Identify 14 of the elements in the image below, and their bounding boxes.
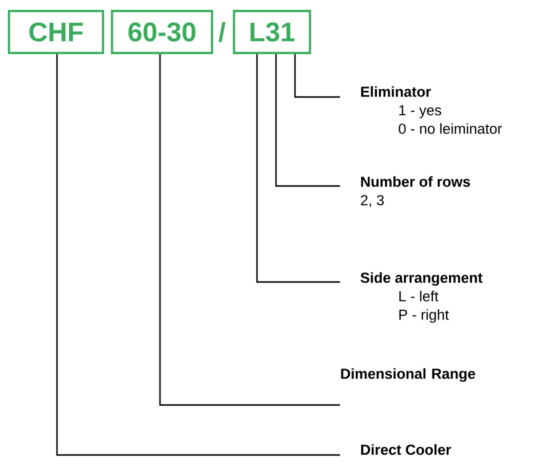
connector-line (275, 54, 340, 187)
description-text: Direct Cooler (361, 444, 452, 455)
connector-line (159, 54, 340, 406)
code-box: 60-30 (110, 10, 214, 54)
separator-slash: / (218, 22, 226, 42)
connector-line (294, 54, 340, 98)
description-text: Dimensional Range (341, 368, 476, 382)
code-box: CHF (8, 10, 104, 54)
connector-line (256, 54, 340, 283)
description-text: Side arrangement L - left P - right (360, 272, 482, 323)
connector-line (56, 54, 340, 456)
description-text: Number of rows 2, 3 (360, 176, 470, 208)
description-text: Eliminator 1 - yes 0 - no leiminator (361, 86, 502, 134)
code-box: L31 (232, 10, 312, 54)
